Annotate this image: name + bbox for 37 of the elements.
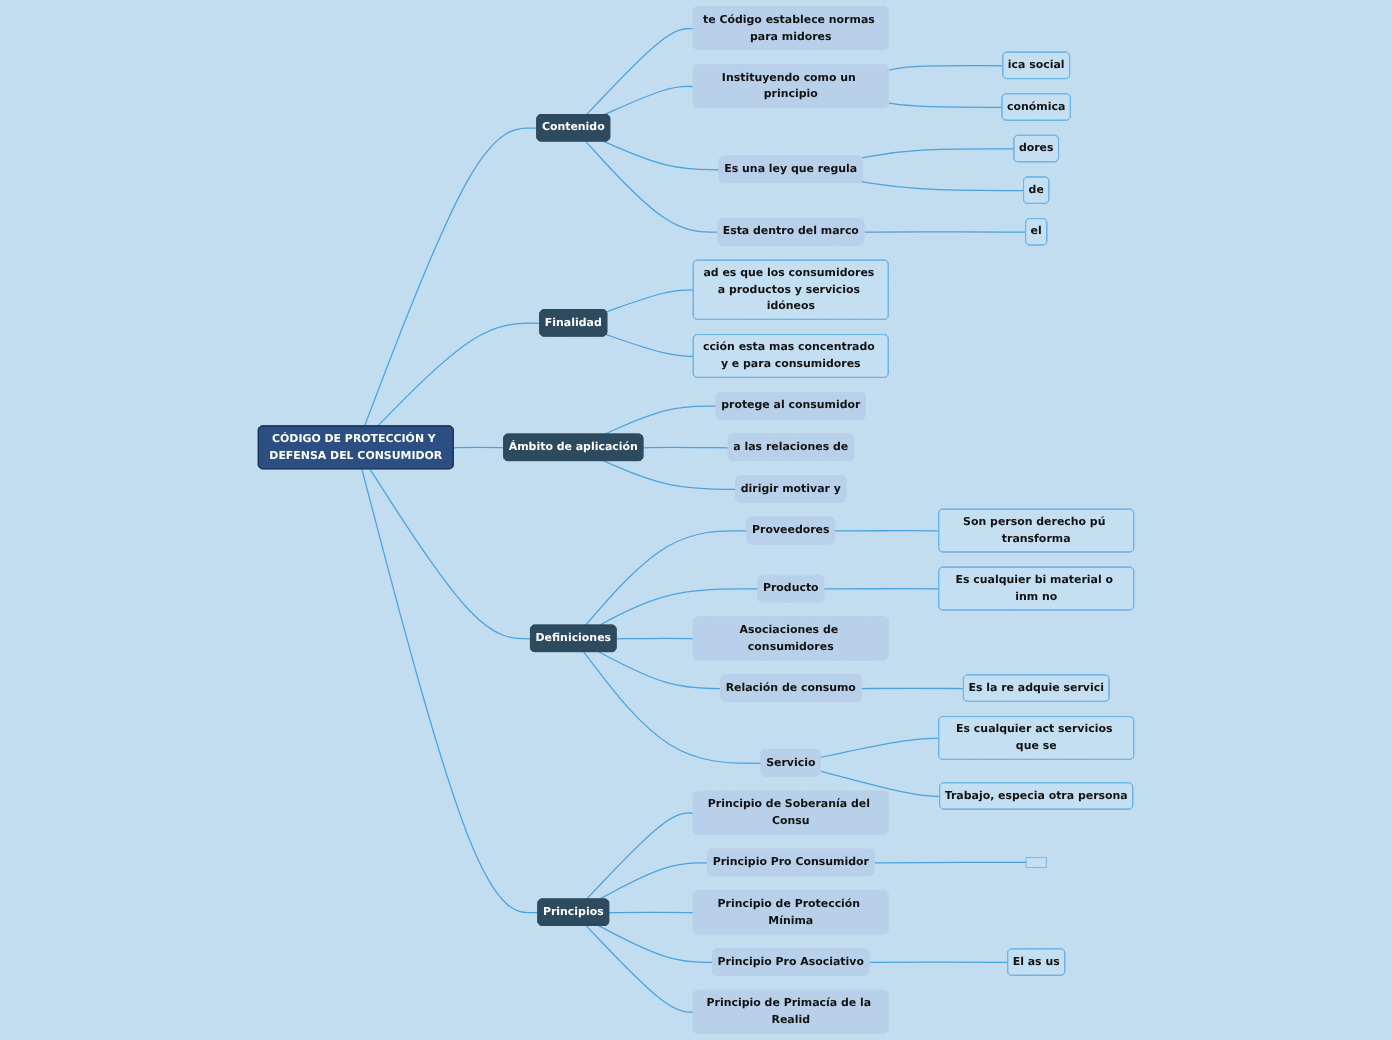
connector bbox=[598, 925, 714, 964]
connector bbox=[820, 770, 941, 797]
connector bbox=[860, 148, 1015, 159]
connector bbox=[585, 925, 695, 1013]
connector bbox=[868, 961, 1009, 964]
connector bbox=[585, 140, 719, 233]
connector bbox=[598, 862, 709, 901]
connector bbox=[873, 861, 1027, 864]
connector bbox=[585, 812, 695, 901]
connector bbox=[603, 85, 695, 116]
connector bbox=[605, 334, 695, 357]
connector bbox=[363, 127, 538, 427]
connector bbox=[642, 446, 730, 449]
connector bbox=[888, 65, 1004, 71]
connector bbox=[603, 460, 737, 490]
connector bbox=[598, 588, 759, 627]
connector bbox=[361, 468, 539, 914]
connector bbox=[608, 911, 695, 914]
connector bbox=[860, 181, 1025, 192]
connector bbox=[834, 530, 940, 532]
node-box bbox=[1025, 857, 1047, 868]
connector bbox=[585, 27, 695, 116]
connector bbox=[584, 530, 749, 627]
connector bbox=[369, 468, 532, 640]
connector bbox=[605, 289, 695, 313]
connector bbox=[603, 405, 718, 436]
connector bbox=[860, 687, 965, 690]
connector bbox=[888, 102, 1004, 108]
connector bbox=[603, 140, 721, 171]
connector bbox=[820, 737, 940, 758]
connector bbox=[583, 651, 763, 764]
connector bbox=[453, 446, 505, 449]
connector bbox=[615, 637, 695, 640]
connector bbox=[823, 588, 940, 590]
connector bbox=[376, 322, 541, 427]
connector bbox=[863, 231, 1027, 233]
connector bbox=[598, 651, 722, 690]
